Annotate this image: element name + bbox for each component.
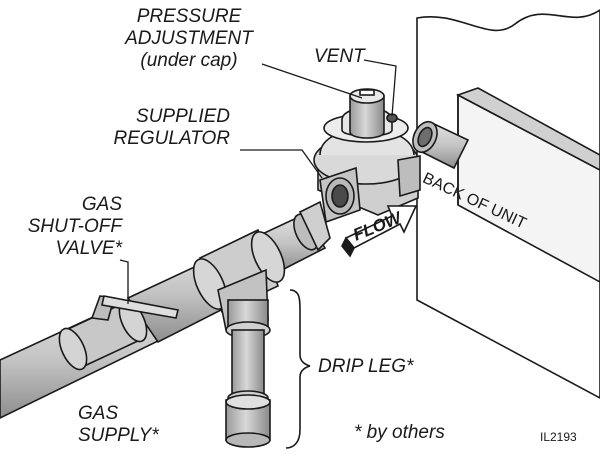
gas-supply-label: GAS SUPPLY* xyxy=(78,403,159,447)
figure-id: IL2193 xyxy=(540,430,577,444)
pressure-adjustment-label: PRESSURE ADJUSTMENT (under cap) xyxy=(104,6,274,72)
pressure-label-line2: ADJUSTMENT xyxy=(125,28,253,49)
leader-lines xyxy=(119,59,397,304)
flow-arrow xyxy=(341,205,418,258)
valve-label-line3: VALVE* xyxy=(55,238,122,259)
valve-label-line1: GAS xyxy=(81,194,122,215)
pressure-adjustment-cap xyxy=(349,88,385,139)
by-others-note: * by others xyxy=(354,422,445,443)
regulator-label: SUPPLIED REGULATOR xyxy=(80,106,231,150)
regulator-body xyxy=(313,107,421,224)
gas-supply-line2: SUPPLY* xyxy=(78,425,159,446)
vent-label: VENT xyxy=(314,46,365,67)
pressure-label-line3: (under cap) xyxy=(140,50,238,71)
regulator-label-line2: REGULATOR xyxy=(113,128,231,149)
shutoff-valve xyxy=(58,295,179,371)
drip-leg-label: DRIP LEG* xyxy=(318,356,414,377)
back-of-unit-wall xyxy=(416,9,600,399)
drip-leg xyxy=(225,299,271,448)
regulator-label-line1: SUPPLIED xyxy=(136,106,230,127)
unit-inlet-stub xyxy=(412,120,470,170)
drip-leg-brace xyxy=(285,289,311,449)
valve-label-line2: SHUT-OFF xyxy=(27,216,122,237)
pressure-label-line1: PRESSURE xyxy=(136,6,242,27)
gas-supply-line1: GAS xyxy=(78,403,119,424)
valve-label: GAS SHUT-OFF VALVE* xyxy=(0,194,122,260)
